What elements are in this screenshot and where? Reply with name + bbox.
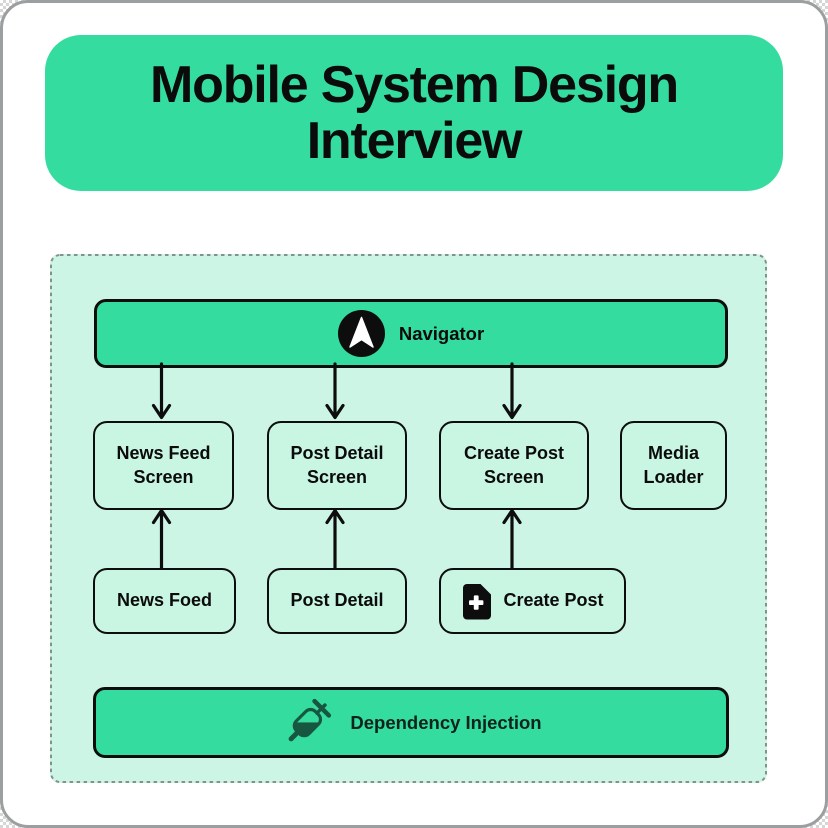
node-label: Create Post Screen <box>463 442 565 487</box>
node-post-detail[interactable]: Post Detail <box>267 568 407 634</box>
navigator-label: Navigator <box>398 322 485 344</box>
node-create-post-screen[interactable]: Create Post Screen <box>439 421 589 510</box>
title-banner: Mobile System Design Interview <box>45 35 783 191</box>
node-media-loader[interactable]: Media Loader <box>620 421 727 510</box>
node-label: News Feed Screen <box>116 442 211 487</box>
navigation-icon <box>337 310 385 357</box>
node-label: Media Loader <box>643 442 704 487</box>
node-label: Post Detail Screen <box>290 442 384 487</box>
dependency-injection-node[interactable]: Dependency Injection <box>93 687 729 758</box>
node-news-foed[interactable]: News Foed <box>93 568 236 634</box>
navigator-node[interactable]: Navigator <box>94 299 728 368</box>
node-label: Post Detail <box>290 590 384 611</box>
page-title: Mobile System Design Interview <box>150 55 679 170</box>
node-news-feed-screen[interactable]: News Feed Screen <box>93 421 234 510</box>
node-label: Create Post <box>503 590 604 611</box>
node-label: News Foed <box>116 590 213 611</box>
node-post-detail-screen[interactable]: Post Detail Screen <box>267 421 407 510</box>
dependency-injection-label: Dependency Injection <box>350 711 542 733</box>
note-add-icon <box>463 583 492 619</box>
syringe-icon <box>289 698 332 741</box>
node-create-post[interactable]: Create Post <box>439 568 626 634</box>
